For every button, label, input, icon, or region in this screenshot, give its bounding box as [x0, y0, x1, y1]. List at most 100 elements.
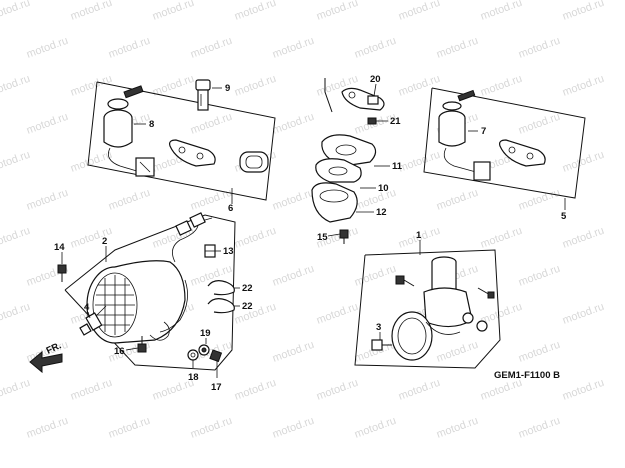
watermark-text-23: motod.ru	[25, 111, 70, 137]
watermark-text-2: motod.ru	[151, 0, 196, 23]
watermark-text-85: motod.ru	[189, 415, 234, 441]
ignition-switch-7	[438, 89, 491, 181]
watermark-text-83: motod.ru	[25, 415, 70, 441]
callout-5: 5	[561, 211, 567, 222]
watermark-text-52: motod.ru	[561, 225, 606, 251]
ignition-switch-8	[103, 85, 155, 177]
watermark-text-60: motod.ru	[0, 301, 32, 327]
watermark-text-86: motod.ru	[271, 415, 316, 441]
watermark-text-78: motod.ru	[233, 377, 278, 403]
switch-cap	[239, 151, 269, 173]
callout-layer: 1 2 3 4 5 6 7 8 9 10 11 12 13 14	[45, 74, 567, 393]
callout-16: 16	[114, 346, 125, 357]
watermark-text-10: motod.ru	[189, 35, 234, 61]
callout-6: 6	[228, 203, 233, 214]
watermark-text-31: motod.ru	[69, 149, 114, 175]
lock-plate-5	[499, 139, 546, 167]
shutter-plate-20	[341, 87, 385, 111]
washer-19	[198, 344, 210, 356]
watermark-text-15: motod.ru	[0, 73, 32, 99]
watermark-text-84: motod.ru	[107, 415, 152, 441]
callout-9: 9	[225, 83, 230, 94]
watermark-text-44: motod.ru	[517, 187, 562, 213]
bolt-14	[57, 264, 67, 282]
diagram-code: GEM1-F1100 B	[494, 370, 560, 381]
watermark-text-80: motod.ru	[397, 377, 442, 403]
watermark-text-18: motod.ru	[233, 73, 278, 99]
watermark-text-88: motod.ru	[435, 415, 480, 441]
callout-4: 4	[84, 302, 90, 313]
watermark-text-51: motod.ru	[479, 225, 524, 251]
headlight-assembly-2	[29, 212, 236, 374]
watermark-text-21: motod.ru	[479, 73, 524, 99]
watermark-text-26: motod.ru	[271, 111, 316, 137]
watermark-text-8: motod.ru	[25, 35, 70, 61]
switch-base-assembly-1	[354, 249, 501, 369]
callout-7: 7	[481, 126, 486, 137]
watermark-text-17: motod.ru	[151, 73, 196, 99]
watermark-text-12: motod.ru	[353, 35, 398, 61]
watermark-text-35: motod.ru	[397, 149, 442, 175]
watermark-text-71: motod.ru	[271, 339, 316, 365]
watermark-text-48: motod.ru	[233, 225, 278, 251]
callout-20: 20	[370, 74, 381, 85]
watermark-text-74: motod.ru	[517, 339, 562, 365]
watermark-text-14: motod.ru	[517, 35, 562, 61]
watermark-text-20: motod.ru	[397, 73, 442, 99]
watermark-text-7: motod.ru	[561, 0, 606, 23]
screw-21	[367, 117, 377, 125]
callout-17: 17	[211, 382, 222, 393]
front-direction-arrow	[29, 350, 63, 374]
watermark-text-76: motod.ru	[69, 377, 114, 403]
watermark-text-82: motod.ru	[561, 377, 606, 403]
callout-15: 15	[317, 232, 328, 243]
callout-13: 13	[223, 246, 234, 257]
watermark-text-5: motod.ru	[397, 0, 442, 23]
seat-lock-plate	[169, 139, 216, 167]
callout-1: 1	[416, 230, 422, 241]
watermark-text-3: motod.ru	[233, 0, 278, 23]
watermark-text-64: motod.ru	[315, 301, 360, 327]
watermark-text-0: motod.ru	[0, 0, 32, 23]
watermark-text-73: motod.ru	[435, 339, 480, 365]
callout-10: 10	[378, 183, 389, 194]
watermark-text-75: motod.ru	[0, 377, 32, 403]
watermark-text-16: motod.ru	[69, 73, 114, 99]
watermark-text-79: motod.ru	[315, 377, 360, 403]
bolt-3	[371, 339, 392, 351]
callout-3: 3	[376, 322, 381, 333]
clamp-22-lower	[207, 298, 235, 314]
watermark-text-87: motod.ru	[353, 415, 398, 441]
watermark-text-25: motod.ru	[189, 111, 234, 137]
nut-17	[209, 349, 223, 363]
watermark-text-6: motod.ru	[479, 0, 524, 23]
watermark-text-63: motod.ru	[233, 301, 278, 327]
watermark-text-57: motod.ru	[353, 263, 398, 289]
watermark-text-37: motod.ru	[561, 149, 606, 175]
switch-base-body	[391, 256, 488, 361]
gasket-10	[315, 158, 362, 183]
callout-21: 21	[390, 116, 401, 127]
callout-22-upper: 22	[242, 283, 253, 294]
watermark-text-45: motod.ru	[0, 225, 32, 251]
washer-18	[187, 349, 199, 361]
ignition-switch-assembly-6	[87, 79, 276, 204]
key-9	[195, 79, 211, 111]
watermark-text-4: motod.ru	[315, 0, 360, 23]
watermark-text-11: motod.ru	[271, 35, 316, 61]
callout-8: 8	[149, 119, 154, 130]
watermark-text-41: motod.ru	[271, 187, 316, 213]
watermark-text-59: motod.ru	[517, 263, 562, 289]
clamp-22-upper	[207, 280, 235, 296]
watermark-text-1: motod.ru	[69, 0, 114, 23]
callout-18: 18	[188, 372, 199, 383]
cover-12	[311, 182, 358, 223]
watermark-text-22: motod.ru	[561, 73, 606, 99]
ignition-switch-assembly-5	[423, 87, 586, 210]
callout-11: 11	[392, 161, 403, 172]
watermark-text-43: motod.ru	[435, 187, 480, 213]
headlight-case	[86, 260, 186, 344]
cover-11	[321, 134, 377, 167]
watermark-text-38: motod.ru	[25, 187, 70, 213]
